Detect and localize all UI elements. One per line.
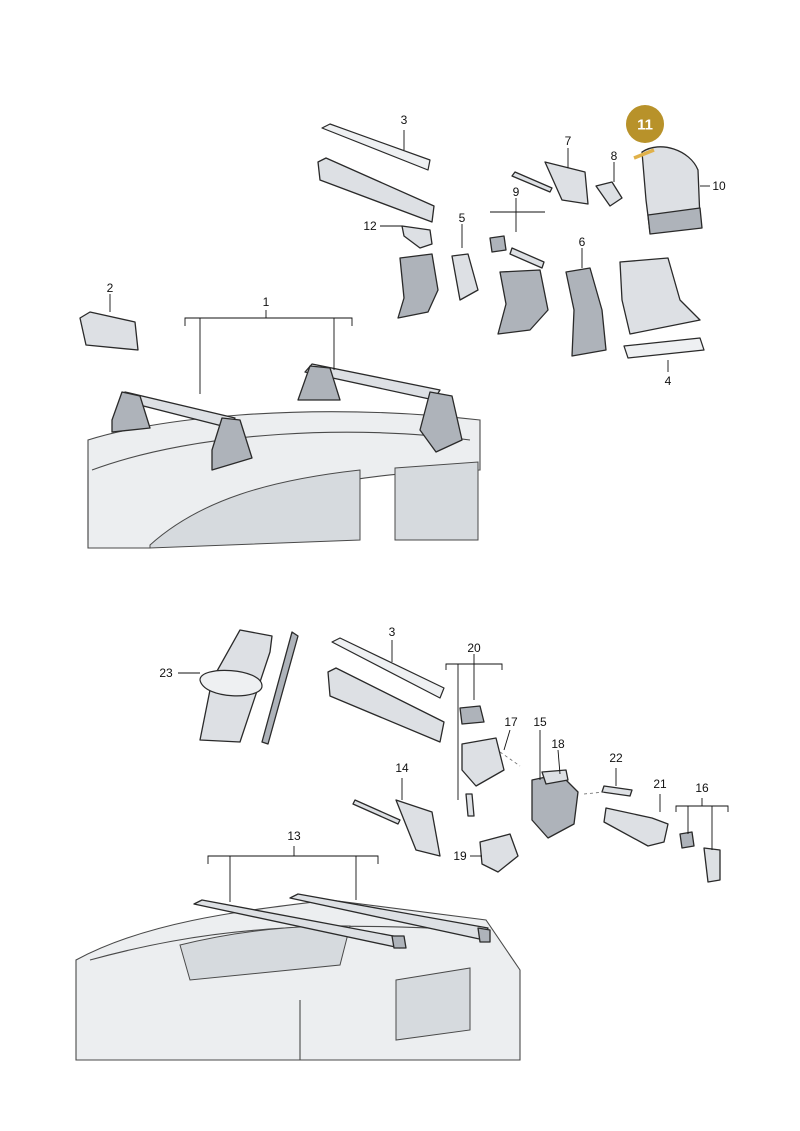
callout-bottom-23: 23	[159, 666, 173, 680]
callout-top-10: 10	[712, 179, 726, 193]
callout-top-8: 8	[611, 149, 618, 163]
callout-bottom-17: 16	[695, 781, 709, 795]
callout-top-3: 3	[401, 113, 408, 127]
foot-cover-part	[641, 146, 703, 235]
clip-part	[401, 225, 433, 249]
locking-foot-part	[531, 769, 579, 839]
bolt-part	[601, 785, 633, 797]
strap-part-lower	[352, 799, 441, 857]
callout-top-7: 7	[565, 134, 572, 148]
end-cap-part	[79, 311, 139, 351]
callout-bottom-15: 19	[453, 849, 467, 863]
callout-bottom-22: 22	[609, 751, 623, 765]
callout-top-5: 5	[459, 211, 466, 225]
strap-part	[511, 161, 589, 205]
rail-profile-part	[317, 123, 435, 223]
callout-top-1: 1	[263, 295, 270, 309]
lock-cylinder-part	[603, 807, 669, 847]
lock-key-part	[679, 831, 721, 883]
top-assembly: 11 3 7 8 10 9 5 12 6 2 1 4	[79, 105, 726, 549]
callout-top-2: 2	[107, 281, 114, 295]
callout-top-9: 9	[513, 185, 520, 199]
bracket-part	[565, 267, 607, 357]
clamp-part	[479, 833, 519, 873]
callout-bottom-19: 18	[551, 737, 565, 751]
bottom-assembly: 3 20 23 17 15 18 22 14 21 16 13 19	[75, 625, 729, 1061]
highlight-label: 11	[637, 117, 653, 134]
callout-top-6: 6	[579, 235, 586, 249]
key-part	[595, 181, 623, 207]
highlight-badge-11: 11	[626, 105, 664, 160]
highlight-circle	[626, 105, 664, 143]
callout-bottom-16: 15	[533, 715, 547, 729]
callout-top-4: 4	[665, 374, 672, 388]
rail-profile-part-lower	[327, 637, 445, 743]
callout-bottom-18: 17	[504, 715, 518, 729]
roof-bar-assembly	[111, 363, 463, 471]
callout-bottom-13: 13	[287, 829, 301, 843]
mount-block-part	[459, 705, 505, 817]
callout-bottom-21: 21	[653, 777, 667, 791]
roof-bar-assembly-lower	[193, 893, 491, 949]
callout-bottom-20: 20	[467, 641, 481, 655]
support-block-part	[619, 257, 705, 359]
mounting-foot-part	[397, 253, 479, 319]
callout-bottom-3: 3	[389, 625, 396, 639]
bolt-set-part	[489, 235, 549, 335]
wind-deflector-part	[199, 629, 299, 745]
callout-top-12: 12	[363, 219, 377, 233]
car-body-top	[87, 411, 481, 549]
callout-bottom-14: 14	[395, 761, 409, 775]
